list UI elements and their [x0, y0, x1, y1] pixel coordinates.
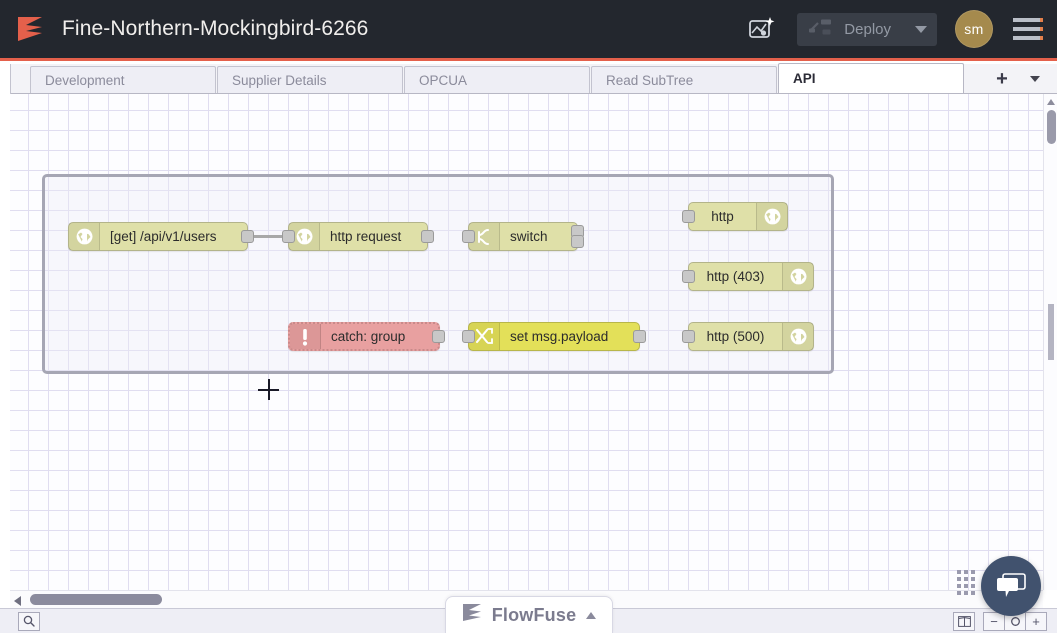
node-catch-group[interactable]: catch: group [288, 322, 445, 351]
node-http-request[interactable]: http request [282, 222, 434, 251]
node-label: http (500) [706, 329, 765, 344]
node-output-port[interactable] [241, 230, 254, 243]
node-label: set msg.payload [510, 329, 609, 344]
alert-icon [290, 324, 321, 349]
page-title: Fine-Northern-Mockingbird-6266 [62, 17, 369, 40]
node-http-in-get-users[interactable]: [get] /api/v1/users [68, 222, 254, 251]
flow-tabs: Development Supplier Details OPCUA Read … [30, 63, 965, 93]
chevron-down-icon [914, 25, 927, 33]
tab-opcua[interactable]: OPCUA [404, 66, 590, 93]
deploy-label: Deploy [844, 20, 891, 38]
node-label: http request [330, 229, 402, 244]
globe-icon [69, 223, 100, 250]
node-input-port[interactable] [282, 230, 295, 243]
flowfuse-logo-icon [462, 603, 484, 627]
deploy-icon [809, 18, 835, 41]
ai-assistant-icon[interactable] [739, 7, 783, 51]
tab-bar-actions: + [987, 64, 1057, 93]
tab-development[interactable]: Development [30, 66, 216, 93]
deploy-button-group[interactable]: Deploy [797, 12, 937, 46]
status-bar-actions: − + [953, 611, 1057, 631]
tab-supplier-details[interactable]: Supplier Details [217, 66, 403, 93]
flow-canvas[interactable]: [get] /api/v1/users http request switch … [10, 94, 1057, 590]
zoom-in-icon[interactable]: + [1025, 611, 1047, 631]
node-input-port[interactable] [682, 210, 695, 223]
header-actions: Deploy sm [739, 7, 1057, 51]
tab-api[interactable]: API [778, 63, 964, 93]
crosshair-cursor [258, 379, 279, 400]
node-output-port[interactable] [633, 330, 646, 343]
node-http-response-403[interactable]: http (403) [682, 262, 814, 291]
node-label: http [711, 209, 734, 224]
chevron-up-icon [586, 611, 597, 619]
globe-icon [782, 323, 813, 350]
add-flow-button[interactable]: + [996, 67, 1008, 90]
node-label: catch: group [331, 329, 406, 344]
node-http-response[interactable]: http [682, 202, 788, 231]
node-set-msg-payload[interactable]: set msg.payload [462, 322, 646, 351]
node-switch[interactable]: switch [462, 222, 584, 251]
node-label: [get] /api/v1/users [110, 229, 217, 244]
horizontal-scrollbar-thumb[interactable] [30, 594, 162, 605]
globe-icon [782, 263, 813, 290]
node-label: http (403) [706, 269, 765, 284]
node-input-port[interactable] [462, 230, 475, 243]
node-http-response-500[interactable]: http (500) [682, 322, 814, 351]
chat-bubble-icon[interactable] [981, 556, 1041, 616]
scroll-up-icon[interactable] [1047, 99, 1055, 105]
flowfuse-logo-icon [16, 15, 46, 43]
app-header: Fine-Northern-Mockingbird-6266 [0, 0, 1057, 61]
node-output-port[interactable] [432, 330, 445, 343]
flowfuse-footer-tab[interactable]: FlowFuse [445, 596, 613, 633]
node-output-port-2[interactable] [571, 234, 584, 248]
flowfuse-label: FlowFuse [491, 604, 577, 625]
drag-grip-icon[interactable] [957, 570, 975, 595]
map-icon[interactable] [953, 611, 975, 631]
tab-read-subtree[interactable]: Read SubTree [591, 66, 777, 93]
chevron-down-icon [1030, 75, 1040, 82]
vertical-scrollbar[interactable] [1043, 94, 1057, 590]
flow-tab-bar: Development Supplier Details OPCUA Read … [0, 63, 1057, 94]
node-input-port[interactable] [462, 330, 475, 343]
hamburger-menu-icon[interactable] [1013, 16, 1043, 42]
scroll-left-icon[interactable] [14, 596, 21, 606]
deploy-button[interactable]: Deploy [797, 13, 904, 46]
node-label: switch [510, 229, 548, 244]
avatar[interactable]: sm [955, 10, 993, 48]
vertical-scrollbar-thumb[interactable] [1047, 110, 1056, 144]
search-icon[interactable] [18, 611, 40, 631]
node-input-port[interactable] [682, 330, 695, 343]
deploy-dropdown-toggle[interactable] [904, 13, 937, 46]
node-input-port[interactable] [682, 270, 695, 283]
node-output-port[interactable] [421, 230, 434, 243]
vertical-scrollbar-marker[interactable] [1048, 304, 1054, 360]
tab-list-menu-button[interactable] [1021, 64, 1049, 93]
globe-icon [756, 203, 787, 230]
